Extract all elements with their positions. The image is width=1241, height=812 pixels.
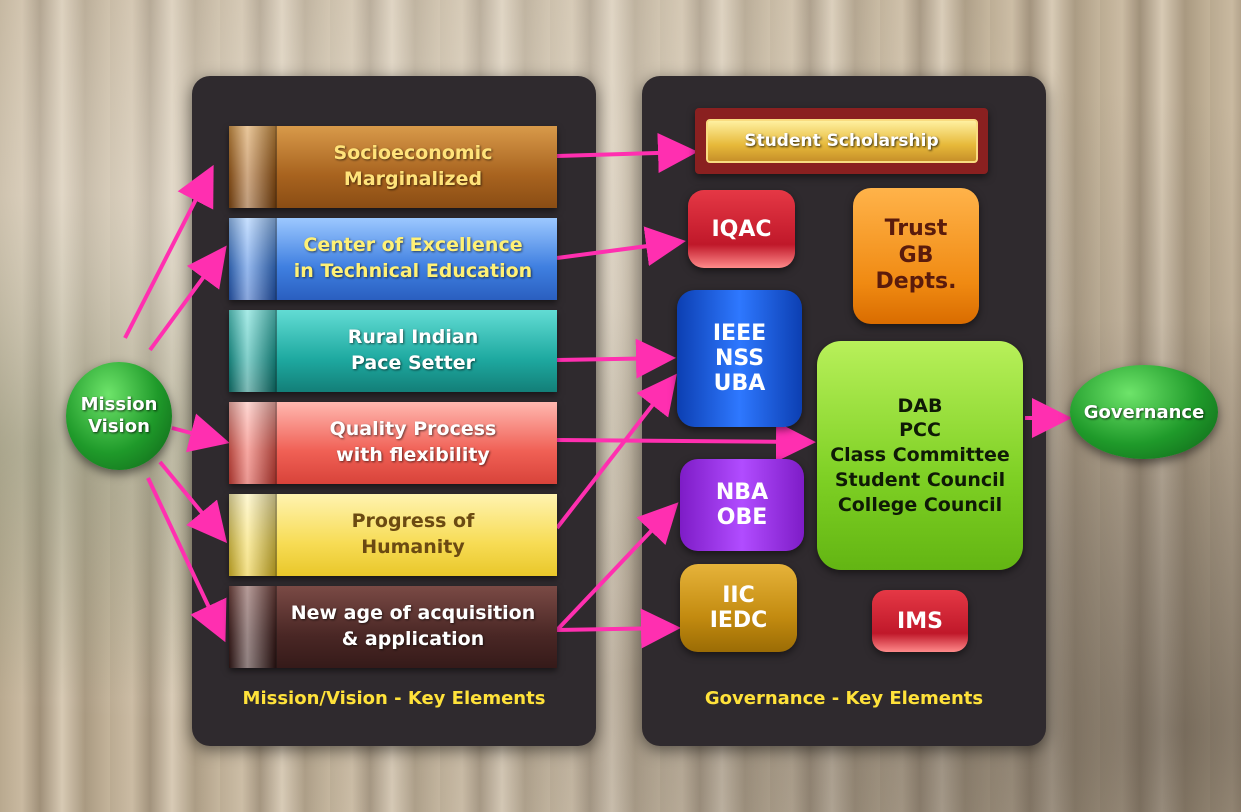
arrow-mission-to-b4 — [171, 413, 230, 453]
banner-label: Progress of Humanity — [351, 510, 475, 558]
arrow-b6-to-nba — [555, 502, 679, 632]
governance-node: Governance — [1070, 365, 1218, 459]
student-scholarship-label: Student Scholarship — [705, 119, 978, 163]
nba-box: NBA OBE — [680, 459, 804, 551]
banner-socioeconomic: Socioeconomic Marginalized — [229, 126, 557, 208]
arrow-mission-to-b2 — [148, 245, 227, 352]
scroll-roll — [229, 494, 277, 576]
mission-vision-node: Mission Vision — [66, 362, 172, 470]
scroll-roll — [229, 218, 277, 300]
banner-label: Quality Process with flexibility — [329, 418, 497, 466]
mission-vision-caption: Mission/Vision - Key Elements — [242, 688, 546, 709]
arrow-b3-to-ieee — [556, 338, 676, 379]
iic-box: IIC IEDC — [680, 564, 797, 652]
arrow-mission-to-b1 — [123, 164, 214, 339]
arrow-b1-to-scholarship — [556, 132, 698, 173]
scroll-roll — [229, 402, 277, 484]
banner-quality-process: Quality Process with flexibility — [229, 402, 557, 484]
arrow-b6-to-iic — [556, 608, 681, 649]
banner-center-of-excellence: Center of Excellence in Technical Educat… — [229, 218, 557, 300]
ieee-box: IEEE NSS UBA — [677, 290, 802, 427]
banner-rural-indian: Rural Indian Pace Setter — [229, 310, 557, 392]
banner-new-age: New age of acquisition & application — [229, 586, 557, 668]
banner-label: Socioeconomic Marginalized — [333, 142, 493, 190]
ims-box: IMS — [872, 590, 968, 652]
arrow-b2-to-iqac — [556, 226, 686, 267]
banner-progress-of-humanity: Progress of Humanity — [229, 494, 557, 576]
scroll-roll — [229, 126, 277, 208]
banner-label: Center of Excellence in Technical Educat… — [293, 234, 533, 282]
student-scholarship-box: Student Scholarship — [695, 108, 988, 174]
arrow-b5-to-ieee — [555, 373, 677, 530]
trust-box: Trust GB Depts. — [853, 188, 979, 324]
scroll-roll — [229, 586, 277, 668]
banner-label: New age of acquisition & application — [290, 602, 536, 650]
banner-label: Rural Indian Pace Setter — [347, 326, 479, 374]
arrow-b4-to-dab — [556, 421, 816, 462]
scroll-roll — [229, 310, 277, 392]
arrow-mission-to-b6 — [146, 477, 227, 643]
arrow-mission-to-b5 — [158, 460, 228, 544]
dab-box: DAB PCC Class Committee Student Council … — [817, 341, 1023, 570]
governance-caption: Governance - Key Elements — [704, 688, 984, 709]
iqac-box: IQAC — [688, 190, 795, 268]
